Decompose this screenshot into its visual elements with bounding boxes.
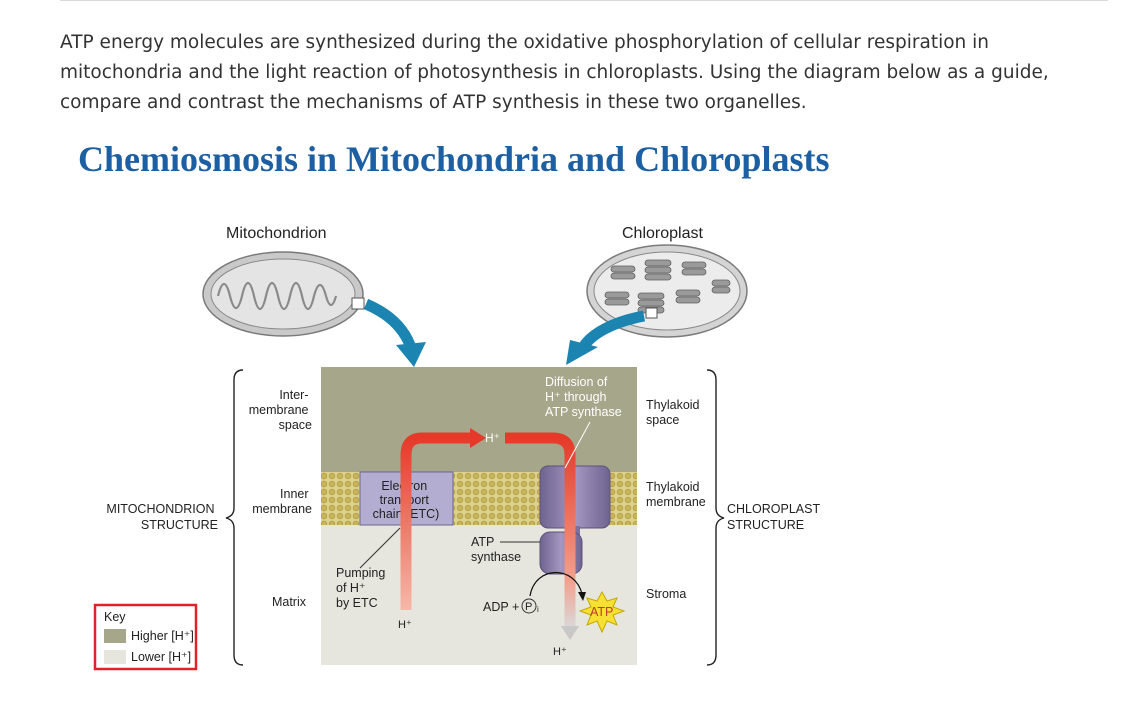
adp-label: ADP +: [483, 600, 519, 614]
legend-key: Key Higher [H⁺] Lower [H⁺]: [93, 603, 198, 671]
mitochondrion-structure-label: MITOCHONDRION STRUCTURE: [106, 502, 218, 532]
pumping-label: Pumping of H⁺ by ETC: [336, 566, 389, 610]
top-divider: [60, 0, 1108, 1]
pumping-arrow: [400, 432, 470, 610]
pi-label: P: [525, 601, 532, 613]
matrix-label: Matrix: [272, 595, 307, 609]
thylakoid-space-label: Thylakoid space: [646, 398, 703, 427]
chloro-zoom-arrow: [579, 310, 646, 350]
thylakoid-membrane-label: Thylakoid membrane: [646, 480, 706, 509]
diffusion-arrow: [505, 432, 576, 628]
adp-to-atp-arrow: [529, 572, 583, 597]
diagram-title: Chemiosmosis in Mitochondria and Chlorop…: [78, 139, 830, 179]
chloroplast-illustration: [586, 244, 748, 338]
diffusion-label: Diffusion of H⁺ through ATP synthase: [545, 375, 622, 419]
mitochondrion-label: Mitochondrion: [226, 225, 327, 242]
key-lower-label: Lower [H⁺]: [131, 650, 191, 664]
intermembrane-space-label: Inter- membrane space: [249, 388, 312, 432]
h-bottom-label: H⁺: [553, 646, 567, 658]
chloro-brace: [706, 369, 725, 666]
key-swatch-higher: [104, 629, 126, 643]
stroma-label: Stroma: [646, 587, 686, 601]
h-top-label: H⁺: [485, 431, 500, 445]
pi-circle: [521, 598, 537, 614]
h-left-label: H⁺: [398, 619, 412, 631]
key-higher-label: Higher [H⁺]: [131, 629, 194, 643]
question-text: ATP energy molecules are synthesized dur…: [60, 32, 1049, 113]
key-title: Key: [104, 610, 126, 624]
key-swatch-lower: [104, 650, 126, 664]
pi-subscript: i: [537, 605, 539, 614]
chloroplast-structure-label: CHLOROPLAST STRUCTURE: [727, 502, 823, 532]
inner-membrane-label: Inner membrane: [252, 487, 312, 516]
mitochondrion-illustration: [202, 251, 365, 337]
atp-starburst: [578, 590, 626, 634]
atp-synthase-label: ATP synthase: [471, 535, 521, 564]
mito-zoom-arrow: [363, 298, 416, 348]
chloroplast-label: Chloroplast: [622, 225, 703, 242]
atp-label: ATP: [590, 605, 613, 619]
mito-brace: [225, 369, 244, 666]
